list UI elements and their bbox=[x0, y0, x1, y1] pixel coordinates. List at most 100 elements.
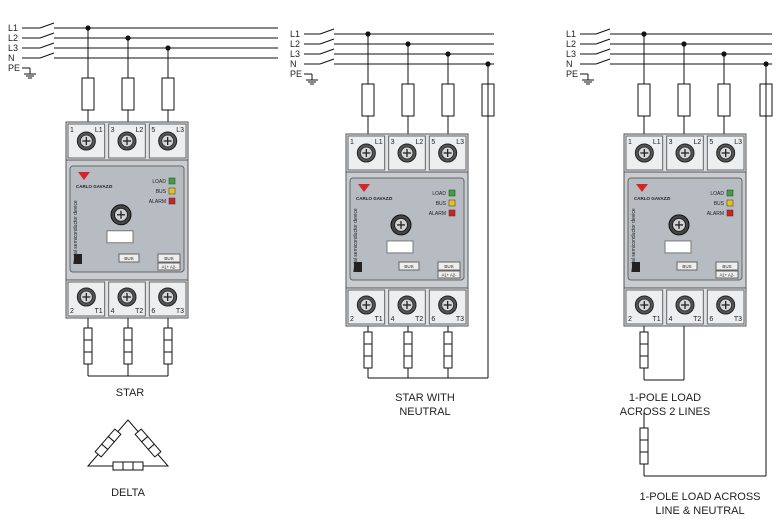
caption-load-two-lines-line1: 1-POLE LOAD bbox=[628, 392, 702, 404]
bus-port bbox=[715, 261, 739, 271]
led-indicator bbox=[168, 187, 176, 195]
line-label-n: N bbox=[290, 59, 297, 69]
switch-blade bbox=[319, 38, 335, 45]
line-label-l3: L3 bbox=[8, 43, 18, 53]
brand-logo-icon bbox=[358, 184, 370, 192]
led-label: BUS bbox=[436, 201, 447, 207]
bus-port bbox=[676, 261, 698, 271]
load-resistor bbox=[363, 355, 373, 369]
led-indicator bbox=[168, 177, 176, 185]
terminal-label: T3 bbox=[176, 308, 184, 315]
load-resistor bbox=[83, 327, 93, 341]
led-label: ALARM bbox=[149, 199, 166, 205]
load-resistor bbox=[123, 327, 133, 341]
line-label-l1: L1 bbox=[8, 23, 18, 33]
caption-star-neutral: STAR WITH NEUTRAL bbox=[375, 391, 475, 419]
terminal-label: T1 bbox=[652, 316, 660, 323]
delta-triangle bbox=[86, 419, 170, 467]
bus-port-label: BUS bbox=[124, 256, 133, 261]
switch-blade bbox=[319, 58, 335, 65]
fuse bbox=[717, 83, 731, 117]
switch-blade bbox=[39, 32, 55, 39]
terminal-number: 4 bbox=[111, 308, 115, 315]
terminal-label: L3 bbox=[734, 139, 742, 146]
display-label bbox=[106, 230, 134, 244]
caption-load-two-lines-line2: ACROSS 2 LINES bbox=[619, 406, 711, 418]
delta-resistor bbox=[134, 428, 162, 458]
line-label-pe: PE bbox=[8, 63, 20, 73]
switch-blade bbox=[319, 28, 335, 35]
fuse bbox=[81, 77, 95, 111]
caption-star: STAR bbox=[100, 386, 160, 400]
switch-blade bbox=[595, 38, 611, 45]
terminal-label: L2 bbox=[694, 139, 702, 146]
terminal-label: L3 bbox=[176, 127, 184, 134]
led-label: LOAD bbox=[152, 179, 166, 185]
terminal-number: 6 bbox=[709, 316, 713, 323]
line-label-l1: L1 bbox=[566, 29, 576, 39]
side-label: Digital semiconductor device bbox=[73, 200, 79, 264]
caption-star-neutral-line1: STAR WITH bbox=[395, 392, 455, 404]
bus-pins-label: A1+ A2- bbox=[719, 273, 735, 278]
delta-resistor bbox=[94, 428, 122, 458]
load-resistor bbox=[639, 451, 649, 465]
bus-pins bbox=[715, 270, 739, 279]
terminal-number: 1 bbox=[70, 127, 74, 134]
bus-port bbox=[437, 261, 461, 271]
terminal-cell bbox=[67, 123, 106, 159]
led-label: LOAD bbox=[710, 191, 724, 197]
load-resistor bbox=[639, 355, 649, 369]
line-label-l3: L3 bbox=[290, 49, 300, 59]
load-resistor bbox=[443, 331, 453, 345]
caption-load-line-neutral: 1-POLE LOAD ACROSS LINE & NEUTRAL bbox=[630, 490, 770, 518]
terminal-label: T3 bbox=[734, 316, 742, 323]
line-label-pe: PE bbox=[566, 69, 578, 79]
side-label-mark bbox=[354, 262, 362, 272]
led-indicator bbox=[448, 189, 456, 197]
terminal-label: L1 bbox=[95, 127, 103, 134]
side-label-mark bbox=[74, 254, 82, 264]
load-resistor bbox=[123, 351, 133, 365]
load-resistor bbox=[147, 443, 162, 458]
bus-port-label: BUS bbox=[444, 264, 453, 269]
terminal-number: 4 bbox=[669, 316, 673, 323]
bus-pins bbox=[157, 262, 181, 271]
delta-resistor bbox=[132, 461, 144, 471]
switch-blade bbox=[39, 52, 55, 59]
terminal-cell bbox=[706, 135, 745, 171]
led-indicator bbox=[168, 197, 176, 205]
led-indicator bbox=[726, 209, 734, 217]
load-resistor bbox=[443, 343, 453, 357]
terminal-label: T2 bbox=[415, 316, 423, 323]
led-indicator bbox=[726, 199, 734, 207]
switch-blade bbox=[595, 58, 611, 65]
terminal-label: L1 bbox=[653, 139, 661, 146]
load-resistor bbox=[363, 343, 373, 357]
fuse bbox=[161, 77, 175, 111]
load-resistor bbox=[639, 439, 649, 453]
led-label: ALARM bbox=[707, 211, 724, 217]
load-resistor bbox=[639, 343, 649, 357]
load-resistor bbox=[443, 355, 453, 369]
terminal-number: 2 bbox=[70, 308, 74, 315]
fuse bbox=[401, 83, 415, 117]
bus-port-label: BUS bbox=[682, 264, 691, 269]
bus-port-label: BUS bbox=[404, 264, 413, 269]
caption-load-line-neutral-line1: 1-POLE LOAD ACROSS bbox=[639, 491, 761, 503]
bus-port bbox=[118, 253, 140, 263]
led-indicator bbox=[726, 189, 734, 197]
terminal-number: 2 bbox=[628, 316, 632, 323]
terminal-number: 5 bbox=[709, 139, 713, 146]
terminal-label: T2 bbox=[693, 316, 701, 323]
led-label: ALARM bbox=[429, 211, 446, 217]
terminal-label: T1 bbox=[94, 308, 102, 315]
load-resistor bbox=[639, 331, 649, 345]
load-resistor bbox=[403, 331, 413, 345]
caption-delta-text: DELTA bbox=[111, 487, 145, 499]
terminal-number: 2 bbox=[350, 316, 354, 323]
caption-star-text: STAR bbox=[115, 387, 145, 399]
delta-resistor bbox=[122, 461, 134, 471]
terminal-label: L3 bbox=[456, 139, 464, 146]
